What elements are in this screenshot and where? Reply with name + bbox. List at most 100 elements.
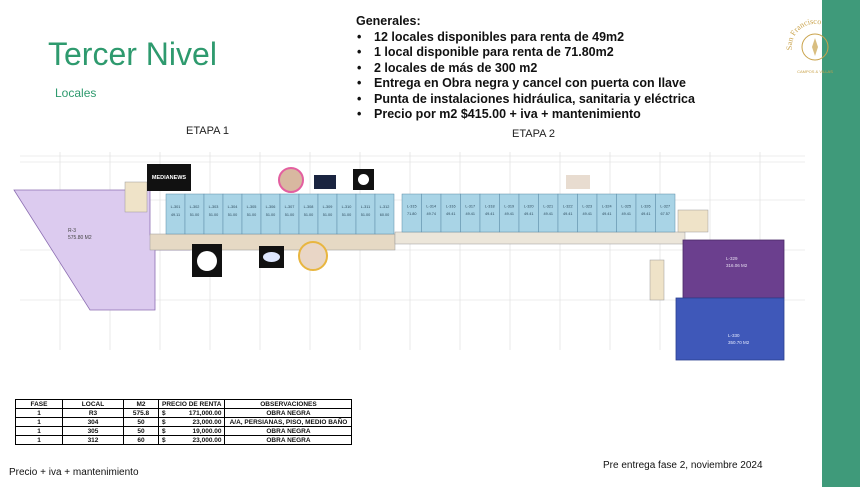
table-cell-fase: 1 (15, 408, 63, 418)
unit-area: 51.00 (304, 213, 314, 217)
unit-area: 49.41 (504, 212, 514, 216)
unit-code: L-326 (641, 204, 651, 208)
etapa2-label: ETAPA 2 (512, 128, 556, 140)
table-cell-obs: A/A, PERSIANAS, PISO, MEDIO BAÑO (224, 417, 353, 427)
unit-area: 49.41 (524, 212, 534, 216)
table-cell-fase: 1 (15, 435, 63, 445)
unit-area: 49.41 (641, 212, 651, 216)
table-cell-cur: $ (158, 435, 173, 445)
unit-area: 71.80 (407, 212, 417, 216)
table-cell-m2: 50 (123, 417, 159, 427)
unit-code: L-311 (361, 205, 370, 209)
table-cell-local: 304 (62, 417, 124, 427)
table-cell-fase: 1 (15, 417, 63, 427)
note-delivery: Pre entrega fase 2, noviembre 2024 (603, 460, 763, 471)
l329-area (682, 239, 785, 299)
table-cell-precio: 23,000.00 (172, 417, 226, 427)
floor-plan: R-3 575.80 M2 L-30149.11L-30251.00L-3035… (13, 152, 805, 361)
unit-area: 49.11 (171, 213, 180, 217)
unit-area: 51.00 (361, 213, 371, 217)
unit-code: L-302 (190, 205, 200, 209)
tenant-logo (192, 244, 222, 277)
tenant-eye-logo (566, 175, 590, 189)
unit-area: 51.00 (285, 213, 295, 217)
unit-block (655, 193, 676, 233)
generales-block: Generales: 12 locales disponibles para r… (356, 14, 695, 123)
unit-code: L-309 (323, 205, 333, 209)
unit-area: 51.00 (209, 213, 219, 217)
brand-tagline: CAMPOS & VILLAS (797, 69, 833, 74)
col-precio: PRECIO DE RENTA (157, 399, 226, 409)
unit-code: L-310 (342, 205, 352, 209)
unit-area: 49.41 (485, 212, 495, 216)
unit-area: 49.41 (621, 212, 631, 216)
etapa1-units: L-30149.11L-30251.00L-30351.00L-30451.00… (165, 193, 395, 235)
page-title: Tercer Nivel (48, 36, 217, 72)
unit-area: 51.00 (228, 213, 238, 217)
unit-code: L-315 (407, 204, 417, 208)
table-cell-cur: $ (158, 408, 173, 418)
l330-area (675, 297, 785, 361)
table-cell-precio: 19,000.00 (172, 426, 226, 436)
unit-area: 51.00 (190, 213, 200, 217)
l330-code: L-330 (728, 333, 740, 338)
unit-code: L-321 (543, 204, 553, 208)
unit-code: L-305 (247, 205, 257, 209)
generales-item: Entrega en Obra negra y cancel con puert… (357, 76, 695, 92)
generales-item: Precio por m2 $415.00 + iva + mantenimie… (357, 107, 695, 123)
col-fase: FASE (15, 399, 63, 409)
generales-item: 2 locales de más de 300 m2 (357, 61, 695, 77)
unit-code: L-323 (582, 204, 592, 208)
generales-item: 12 locales disponibles para renta de 49m… (357, 30, 695, 46)
side-accent-bar (822, 0, 860, 487)
unit-area: 49.41 (446, 212, 456, 216)
stair-core (124, 181, 148, 213)
table-cell-cur: $ (158, 426, 173, 436)
col-m2: M2 (123, 399, 159, 409)
unit-area: 49.41 (465, 212, 475, 216)
tenant-avatar (298, 241, 328, 271)
unit-area: 49.74 (426, 212, 436, 216)
brand-logo: San Francisco CAMPOS & VILLAS (786, 18, 833, 74)
unit-area: 60.00 (380, 213, 390, 217)
unit-code: L-324 (602, 204, 612, 208)
l329-code: L-329 (726, 256, 738, 261)
table-cell-fase: 1 (15, 426, 63, 436)
unit-area: 49.41 (582, 212, 592, 216)
unit-code: L-307 (285, 205, 295, 209)
table-cell-obs: OBRA NEGRA (224, 426, 353, 436)
tenant-logo (353, 169, 374, 190)
l329-value: 316.06 M2 (726, 263, 748, 268)
table-cell-obs: OBRA NEGRA (224, 435, 353, 445)
unit-code: L-301 (171, 205, 181, 209)
unit-area: 49.41 (543, 212, 553, 216)
unit-code: L-322 (563, 204, 573, 208)
table-cell-local: 312 (62, 435, 124, 445)
unit-code: L-320 (524, 204, 534, 208)
unit-area: 49.41 (563, 212, 573, 216)
unit-area: 51.00 (323, 213, 333, 217)
tenant-logo (314, 175, 336, 189)
unit-area: 51.00 (266, 213, 276, 217)
unit-code: L-303 (209, 205, 219, 209)
table-cell-precio: 23,000.00 (172, 435, 226, 445)
generales-heading: Generales: (356, 14, 421, 28)
table-cell-m2: 50 (123, 426, 159, 436)
table-cell-local: 305 (62, 426, 124, 436)
col-local: LOCAL (62, 399, 124, 409)
unit-area: 51.00 (247, 213, 257, 217)
r3-label: R-3 (68, 228, 76, 234)
unit-code: L-318 (485, 204, 495, 208)
unit-code: L-316 (446, 204, 456, 208)
unit-area: 67.57 (660, 212, 670, 216)
unit-code: L-312 (380, 205, 390, 209)
unit-code: L-308 (304, 205, 314, 209)
unit-block (374, 193, 395, 235)
unit-code: L-306 (266, 205, 276, 209)
l330-value: 350.70 M2 (728, 340, 750, 345)
tenant-logo-medianews: MEDIANEWS (147, 164, 191, 191)
stair-core (649, 259, 665, 301)
